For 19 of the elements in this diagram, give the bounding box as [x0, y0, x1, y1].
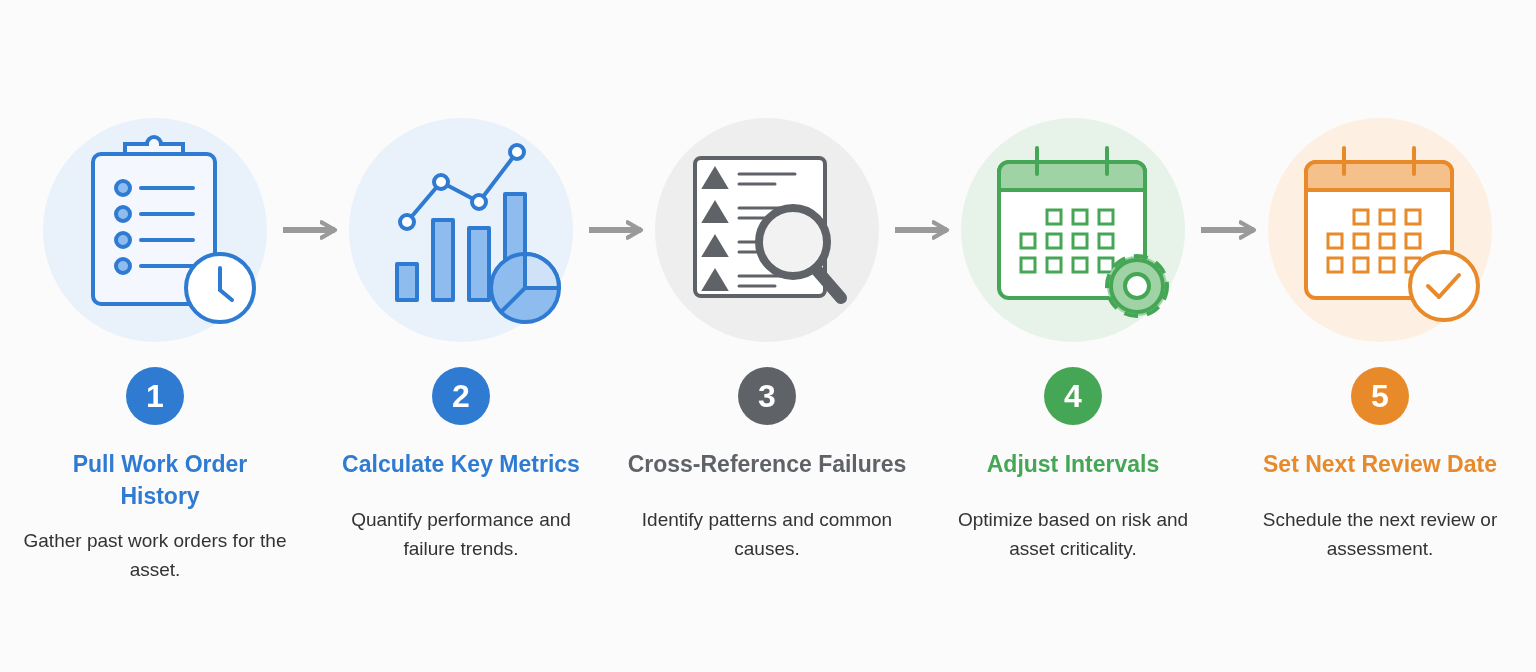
- step-description: Gather past work orders for the asset.: [22, 529, 288, 582]
- step-number: 4: [1044, 367, 1102, 425]
- arrow: [895, 220, 950, 240]
- step-title: Calculate Key Metrics: [341, 450, 581, 479]
- arrow: [589, 220, 644, 240]
- step-number: 3: [738, 367, 796, 425]
- step-title: Adjust Intervals: [985, 450, 1161, 479]
- step-number: 2: [432, 367, 490, 425]
- step-number: 1: [126, 367, 184, 425]
- step-number: 5: [1351, 367, 1409, 425]
- step-title: Pull Work Order History: [71, 450, 249, 511]
- step-description: Optimize based on risk and asset criticality.: [956, 508, 1190, 561]
- step-description: Schedule the next review or assessment.: [1261, 508, 1499, 561]
- step-title: Set Next Review Date: [1262, 450, 1498, 479]
- step-description: Identify patterns and common causes.: [640, 508, 894, 561]
- step-title: Cross-Reference Failures: [626, 450, 908, 479]
- step-description: Quantify performance and failure trends.: [350, 508, 572, 561]
- arrow: [1201, 220, 1257, 240]
- arrow: [283, 220, 338, 240]
